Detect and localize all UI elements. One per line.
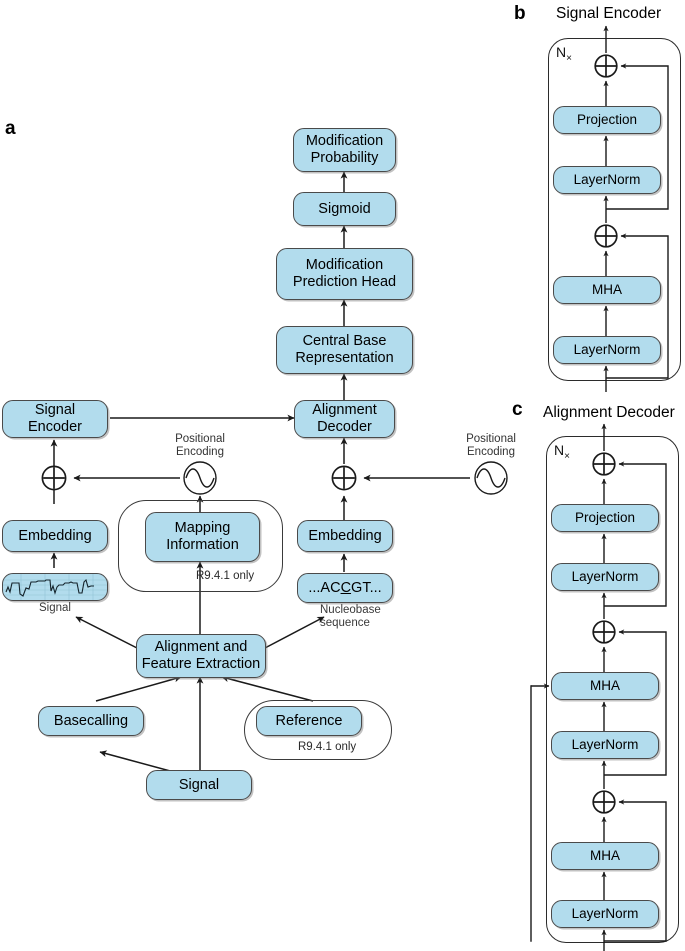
panel-letter-b: b	[514, 3, 526, 24]
signal-encoder-repeat-label: N×	[556, 44, 572, 64]
plus-circle-icon-signal	[41, 465, 67, 491]
node-c-mha-self: MHA	[551, 842, 659, 870]
node-b-layernorm-top: LayerNorm	[553, 166, 661, 194]
c-layernorm-2-label: LayerNorm	[571, 737, 639, 753]
pe-right-line2: Encoding	[467, 446, 515, 459]
panel-letter-c: c	[512, 399, 523, 420]
positional-encoding-icon-right	[474, 461, 508, 495]
afe-line1: Alignment and	[154, 639, 248, 656]
node-sigmoid: Sigmoid	[293, 192, 396, 226]
signal-waveform-icon	[2, 573, 108, 601]
c-layernorm-3-label: LayerNorm	[571, 906, 639, 922]
alignment-decoder-line2: Decoder	[317, 419, 372, 435]
node-nucleobase-sequence: ...ACCGT...	[297, 573, 393, 603]
c-layernorm-1-label: LayerNorm	[571, 569, 639, 585]
b-projection-label: Projection	[576, 112, 638, 128]
plus-circle-icon-c-middle	[592, 620, 616, 644]
embedding-left-label: Embedding	[18, 527, 92, 544]
reference-wrapper	[244, 700, 392, 760]
pe-left-line2: Encoding	[176, 446, 224, 459]
nx-times-c: ×	[564, 450, 570, 462]
positional-encoding-icon-left	[183, 461, 217, 495]
node-reference: Reference	[256, 706, 362, 736]
r941-only-mapping-caption: R9.4.1 only	[196, 570, 255, 582]
mod-pred-head-line2: Prediction Head	[292, 274, 397, 290]
alignment-decoder-line1: Alignment	[312, 402, 377, 419]
nucleobase-caption-line2: sequence	[320, 616, 370, 629]
basecalling-label: Basecalling	[53, 712, 129, 729]
signal-caption: Signal	[39, 602, 71, 614]
mod-pred-head-line1: Modification	[305, 257, 384, 274]
nx-n-c: N	[554, 442, 565, 458]
nx-n-b: N	[556, 44, 567, 60]
r941-only-reference-caption: R9.4.1 only	[298, 741, 357, 753]
signal-bottom-label: Signal	[178, 776, 220, 793]
node-signal-bottom: Signal	[146, 770, 252, 800]
afe-line2: Feature Extraction	[141, 656, 261, 672]
b-layernorm-top-label: LayerNorm	[573, 172, 641, 188]
node-b-layernorm-bottom: LayerNorm	[553, 336, 661, 364]
central-base-line1: Central Base	[302, 333, 387, 350]
b-layernorm-bottom-label: LayerNorm	[573, 342, 641, 358]
nx-times-b: ×	[566, 52, 572, 64]
node-embedding-right: Embedding	[297, 520, 393, 552]
reference-label: Reference	[275, 712, 343, 729]
node-c-projection: Projection	[551, 504, 659, 532]
node-c-mha-cross: MHA	[551, 672, 659, 700]
embedding-right-label: Embedding	[308, 527, 382, 544]
signal-encoder-line2: Encoder	[27, 419, 82, 435]
node-c-layernorm-1: LayerNorm	[551, 563, 659, 591]
plus-circle-icon-decoder	[331, 465, 357, 491]
node-b-mha: MHA	[553, 276, 661, 304]
modification-probability-line2: Probability	[310, 150, 379, 166]
seq-prefix: ...AC	[308, 579, 341, 596]
node-b-projection: Projection	[553, 106, 661, 134]
panel-a-arrows	[50, 171, 470, 776]
signal-encoder-line1: Signal	[34, 402, 76, 419]
nucleobase-caption-line1: Nucleobase	[320, 604, 381, 616]
mapping-info-line2: Information	[166, 537, 239, 553]
c-mha-cross-label: MHA	[590, 678, 620, 694]
panel-letter-a: a	[5, 118, 16, 139]
alignment-decoder-repeat-label: N×	[554, 442, 570, 462]
central-base-line2: Representation	[295, 350, 394, 366]
signal-encoder-repeat-container	[548, 38, 681, 381]
seq-suffix: GT...	[351, 579, 382, 596]
b-mha-label: MHA	[592, 282, 622, 298]
c-projection-label: Projection	[574, 510, 636, 526]
plus-circle-icon-b-top	[594, 54, 618, 78]
alignment-decoder-repeat-container	[546, 436, 679, 943]
sigmoid-label: Sigmoid	[318, 200, 371, 217]
pe-left-line1: Positional	[175, 433, 225, 445]
plus-circle-icon-c-bottom	[592, 790, 616, 814]
seq-modified-base: C	[340, 579, 352, 596]
pe-right-line1: Positional	[466, 433, 516, 445]
node-embedding-left: Embedding	[2, 520, 108, 552]
mapping-information-wrapper	[118, 500, 283, 592]
modification-probability-line1: Modification	[305, 133, 384, 150]
panel-title-signal-encoder: Signal Encoder	[556, 5, 662, 22]
plus-circle-icon-c-top	[592, 452, 616, 476]
node-c-layernorm-2: LayerNorm	[551, 731, 659, 759]
node-c-layernorm-3: LayerNorm	[551, 900, 659, 928]
panel-title-alignment-decoder: Alignment Decoder	[543, 404, 675, 421]
signal-trace-svg	[3, 574, 107, 600]
c-mha-self-label: MHA	[590, 848, 620, 864]
mapping-info-line1: Mapping	[174, 520, 231, 537]
node-basecalling: Basecalling	[38, 706, 144, 736]
plus-circle-icon-b-bottom	[594, 224, 618, 248]
